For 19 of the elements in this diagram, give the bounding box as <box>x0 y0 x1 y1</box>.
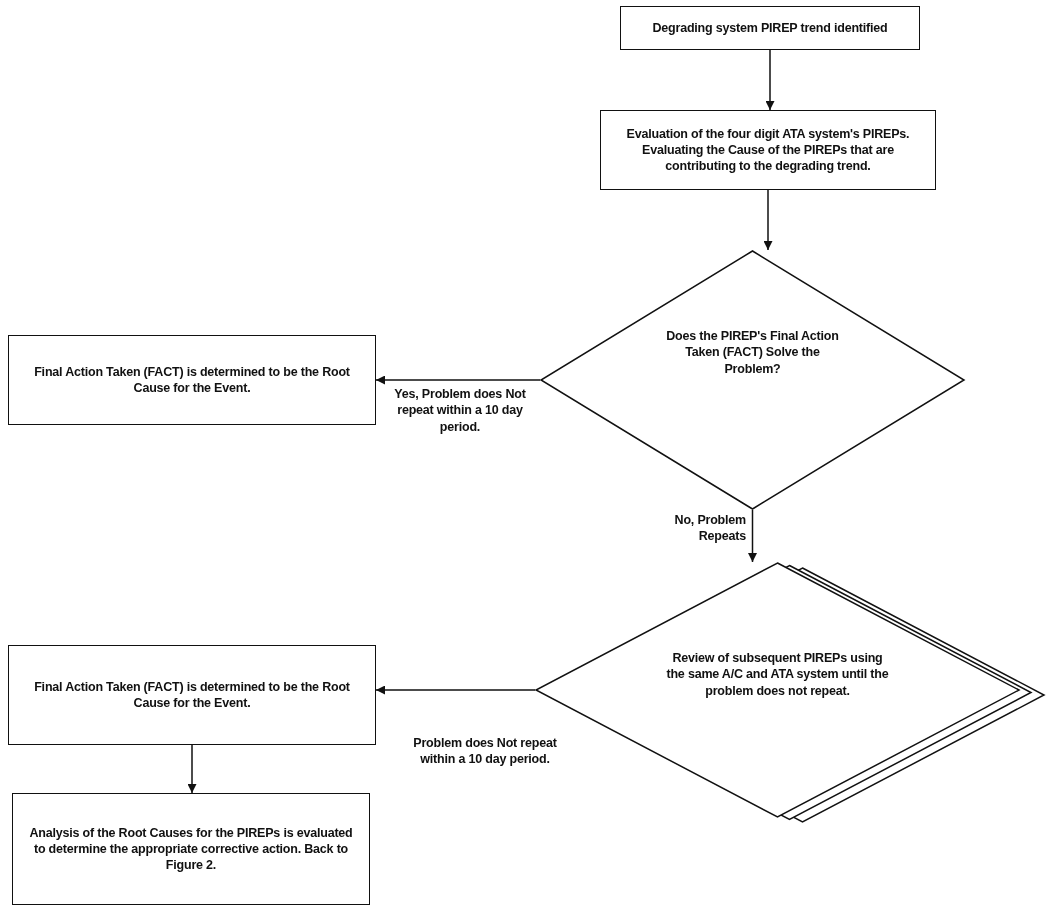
node-text: Evaluation of the four digit ATA system's PIREPs. Evaluating the Cause of the PIREPs that are contributing to the degrading trend. <box>625 125 911 175</box>
arrow <box>187 744 197 794</box>
arrow <box>748 509 757 563</box>
arrow <box>375 685 536 695</box>
node-text: Degrading system PIREP trend identified <box>652 19 888 37</box>
arrow <box>763 189 773 251</box>
process-box <box>8 645 376 745</box>
node-text: Final Action Taken (FACT) is determined to be the Root Cause for the Event. <box>33 363 351 397</box>
arrow <box>375 375 541 385</box>
process-box <box>12 793 370 905</box>
process-box <box>600 110 936 190</box>
node-text: Analysis of the Root Causes for the PIREPs is evaluated to determine the appropriate corrective action. Back to Figure 2. <box>28 824 354 874</box>
process-box <box>620 6 920 50</box>
process-box <box>8 335 376 425</box>
decision-diamond <box>540 250 965 510</box>
node-text: Review of subsequent PIREPs using the same A/C and ATA system until the problem does not repeat. <box>665 650 890 699</box>
node-text: Does the PIREP's Final Action Taken (FACT) Solve the Problem? <box>665 328 840 377</box>
node-text: Final Action Taken (FACT) is determined to be the Root Cause for the Event. <box>33 678 351 712</box>
arrow <box>765 49 775 111</box>
